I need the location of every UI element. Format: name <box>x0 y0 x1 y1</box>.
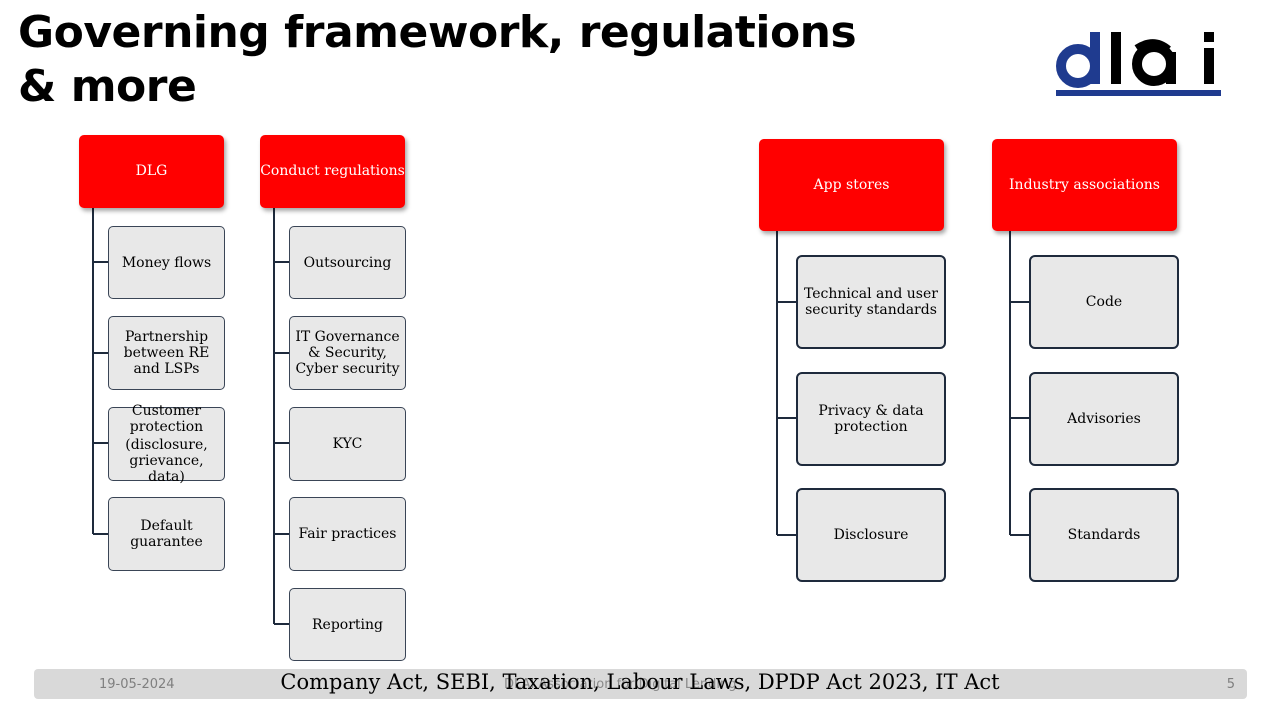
appstores-item-privacy: Privacy & data protection <box>796 372 946 466</box>
conduct-item-kyc: KYC <box>289 407 406 481</box>
item-label: Customer protection <box>129 403 204 435</box>
industry-item-code: Code <box>1029 255 1179 349</box>
conduct-item-fair-practices: Fair practices <box>289 497 406 571</box>
item-label: Partnership between RE and LSPs <box>123 329 210 377</box>
item-label: IT Governance & Security, Cyber security <box>295 329 400 377</box>
item-label: Outsourcing <box>303 254 392 271</box>
conduct-item-it-governance: IT Governance & Security, Cyber security <box>289 316 406 390</box>
conduct-header-label: Conduct regulations <box>260 163 405 179</box>
footer-date: 19-05-2024 <box>99 677 175 692</box>
industry-item-advisories: Advisories <box>1029 372 1179 466</box>
industry-header-label: Industry associations <box>1009 176 1160 193</box>
item-label: Disclosure <box>833 527 909 543</box>
conduct-item-reporting: Reporting <box>289 588 406 661</box>
dlg-header: DLG <box>79 135 224 208</box>
dlai-logo <box>1056 32 1221 96</box>
appstores-header: App stores <box>759 139 944 231</box>
footer-note: DLAI Association for Digital Lending <box>504 677 737 692</box>
dlg-item-partnership: Partnership between RE and LSPs <box>108 316 225 390</box>
conduct-item-outsourcing: Outsourcing <box>289 226 406 299</box>
industry-header: Industry associations <box>992 139 1177 231</box>
page-title: Governing framework, regulations & more <box>18 7 857 112</box>
item-label: Standards <box>1067 527 1141 543</box>
item-label: Code <box>1085 294 1123 310</box>
item-label: Technical and user security standards <box>804 286 938 318</box>
appstores-header-label: App stores <box>813 176 890 193</box>
item-sublabel: (disclosure, grievance, data) <box>125 437 208 485</box>
page-number: 5 <box>1226 677 1235 692</box>
conduct-header: Conduct regulations <box>260 135 405 208</box>
item-label: Default guarantee <box>130 518 203 550</box>
item-label: Fair practices <box>298 526 397 542</box>
industry-item-standards: Standards <box>1029 488 1179 582</box>
dlg-item-customer-protection: Customer protection (disclosure, grievan… <box>108 403 225 485</box>
item-label: KYC <box>332 436 363 452</box>
item-label: Privacy & data protection <box>818 403 924 435</box>
appstores-item-security-standards: Technical and user security standards <box>796 255 946 349</box>
item-label: Money flows <box>121 254 212 271</box>
item-label: Advisories <box>1067 411 1141 427</box>
item-label: Reporting <box>312 616 383 633</box>
dlg-item-default-guarantee: Default guarantee <box>108 497 225 571</box>
footer-laws-text: Company Act, SEBI, Taxation, Labour Laws… <box>280 670 1000 694</box>
dlg-header-label: DLG <box>135 163 168 179</box>
dlg-item-money-flows: Money flows <box>108 226 225 299</box>
footer-bar: 19-05-2024 DLAI Association for Digital … <box>34 669 1247 699</box>
appstores-item-disclosure: Disclosure <box>796 488 946 582</box>
